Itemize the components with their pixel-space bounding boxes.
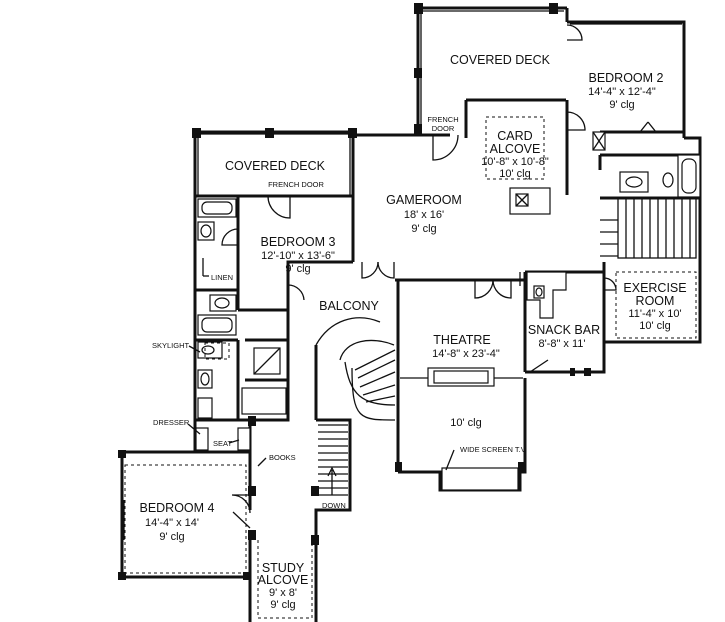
- label-exercise-dims: 11'-4" x 10': [628, 308, 681, 320]
- note-french-door-2: DOOR: [432, 124, 455, 133]
- rear-stair: [600, 197, 697, 259]
- bath-fixtures: [195, 131, 701, 451]
- bedroom4-ceiling-outline: [124, 464, 247, 574]
- note-books: BOOKS: [269, 453, 296, 462]
- label-study-clg: 9' clg: [270, 599, 295, 611]
- label-gameroom-clg: 9' clg: [411, 223, 436, 235]
- label-theatre-dims: 14'-8" x 23'-4": [432, 348, 500, 360]
- annotation-labels: FRENCH DOOR FRENCH DOOR LINEN SKYLIGHT D…: [152, 115, 527, 510]
- columns: [118, 3, 591, 580]
- label-theatre-clg: 10' clg: [450, 417, 481, 429]
- label-bedroom2-dims: 14'-4" x 12'-4": [588, 86, 656, 98]
- theatre-screen: [400, 367, 523, 491]
- card-alcove-furniture: [509, 187, 551, 215]
- snack-bar-counter: [526, 271, 567, 373]
- label-gameroom: GAMEROOM: [386, 193, 462, 207]
- label-bedroom4-dims: 14'-4" x 14': [145, 517, 199, 529]
- label-exercise: EXERCISE: [623, 281, 686, 295]
- note-wide-screen: WIDE SCREEN T.V.: [460, 445, 527, 454]
- label-exercise-clg: 10' clg: [639, 320, 670, 332]
- label-gameroom-dims: 18' x 16': [404, 209, 444, 221]
- label-theatre: THEATRE: [433, 333, 490, 347]
- note-french-door-bed3: FRENCH DOOR: [268, 180, 324, 189]
- windows: [123, 10, 682, 540]
- label-card-dims: 10'-8" x 10'-8": [481, 156, 549, 168]
- leader-lines: [187, 258, 455, 471]
- label-snack-bar: SNACK BAR: [528, 323, 600, 337]
- doors: [221, 24, 657, 529]
- label-bedroom3: BEDROOM 3: [260, 235, 335, 249]
- label-alcove: ALCOVE: [490, 142, 541, 156]
- label-bedroom2: BEDROOM 2: [588, 71, 663, 85]
- label-study: STUDY: [262, 561, 305, 575]
- note-french-door-1: FRENCH: [427, 115, 458, 124]
- label-card-clg: 10' clg: [499, 168, 530, 180]
- study-alcove-outline: [257, 540, 313, 619]
- label-bedroom3-dims: 12'-10" x 13'-6": [261, 250, 335, 262]
- note-dresser: DRESSER: [153, 418, 190, 427]
- label-room: ROOM: [636, 294, 675, 308]
- note-skylight: SKYLIGHT: [152, 341, 190, 350]
- label-covered-deck-left: COVERED DECK: [225, 159, 326, 173]
- label-card: CARD: [497, 129, 532, 143]
- room-labels: COVERED DECK BEDROOM 2 14'-4" x 12'-4" 9…: [139, 53, 686, 611]
- label-bedroom3-clg: 9' clg: [285, 263, 310, 275]
- label-bedroom4-clg: 9' clg: [159, 531, 184, 543]
- note-linen: LINEN: [211, 273, 233, 282]
- label-snack-bar-dims: 8'-8" x 11': [538, 338, 585, 350]
- exercise-room-outline: [615, 271, 697, 339]
- main-stair: [315, 317, 396, 496]
- label-covered-deck-upper: COVERED DECK: [450, 53, 551, 67]
- label-balcony: BALCONY: [319, 299, 379, 313]
- label-study-dims: 9' x 8': [269, 587, 297, 599]
- note-down: DOWN: [322, 501, 346, 510]
- label-bedroom2-clg: 9' clg: [609, 99, 634, 111]
- label-study-alcove: ALCOVE: [258, 573, 309, 587]
- label-bedroom4: BEDROOM 4: [139, 501, 214, 515]
- note-seat: SEAT: [213, 439, 232, 448]
